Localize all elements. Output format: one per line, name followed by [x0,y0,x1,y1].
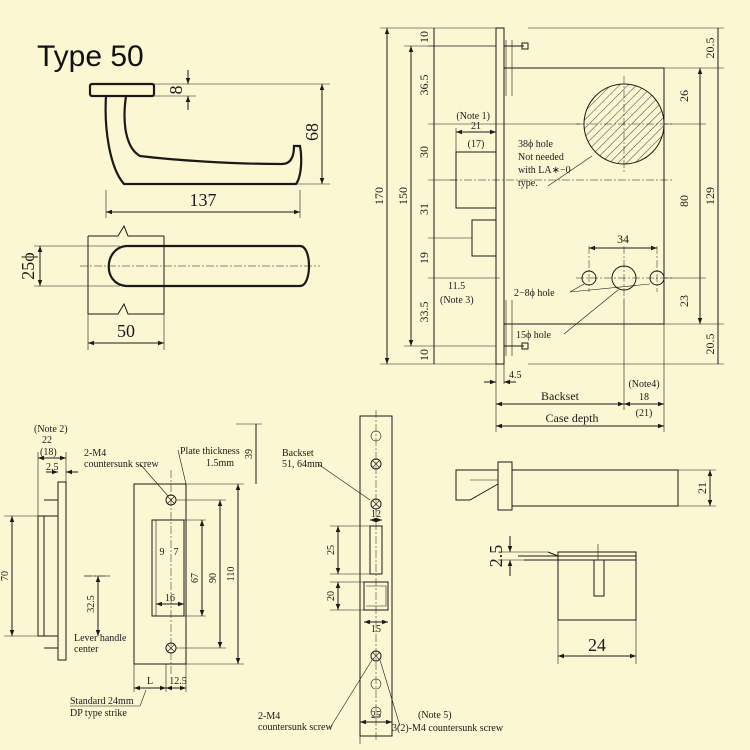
m4-screw-face-2: countersunk screw [258,722,333,733]
dim-right-26: 26 [677,90,691,102]
lever-center-line2: center [74,644,99,655]
m4-screw-face-1: 2-M4 [258,711,280,722]
dim-21-latch-side: 21 [695,482,709,494]
hole38-line4: type. [518,178,538,189]
dim-170: 170 [372,187,386,205]
dim-right-20-5-bottom: 20.5 [703,334,717,355]
dim-7: 7 [174,547,179,558]
dim-17-latch: (17) [468,139,485,150]
m4-screw-strike-1: 2-M4 [84,448,106,459]
dim-90: 90 [208,573,219,583]
dim-21-body: (21) [636,408,653,419]
faceplate-front-view: 12 25 20 15 25 Backset 51, 64mm 2-M4 cou… [258,410,504,744]
dim-right-20-5-top: 20.5 [703,38,717,59]
dim-32-5: 32.5 [86,595,97,613]
lever-top-view: 25ϕ 50 [18,224,320,350]
dim-22: 22 [42,435,52,446]
strike-front-view: 9 7 16 67 90 110 39 2-M4 countersunk scr… [70,423,262,719]
dim-25phi: 25ϕ [18,252,38,279]
standard-strike-2: DP type strike [70,708,127,719]
dim-left-19: 19 [417,252,431,264]
lock-body-view: 34 170 150 10 36.5 30 31 19 33.5 10 20.5 [372,27,724,432]
dim-left-10-top: 10 [417,31,431,43]
dim-50: 50 [117,321,135,341]
dim-left-31: 31 [417,203,431,215]
dim-34: 34 [617,232,629,246]
lever-center-line1: Lever handle [74,633,127,644]
hole38-line3: with LA∗−0 [518,165,571,176]
dim-left-30: 30 [417,146,431,158]
latch-side-view: 21 [455,461,716,511]
dim-right-23: 23 [677,295,691,307]
dim-15-face: 15 [371,624,381,635]
dim-110: 110 [226,567,237,582]
dim-right-80: 80 [677,195,691,207]
plate-thickness-2: 1.5mm [206,458,234,469]
note-1: (Note 1) [456,111,490,122]
dim-24-latch: 24 [588,635,606,655]
dim-39: 39 [244,449,255,459]
backset-label: Backset [541,389,580,403]
dim-11-5: 11.5 [448,281,465,292]
dim-left-10-bottom: 10 [417,349,431,361]
dim-68: 68 [302,123,322,141]
dim-16: 16 [165,593,175,604]
dim-25-face-bottom: 25 [371,710,381,721]
lever-side-view: 68 8 137 [88,70,330,218]
dim-150: 150 [396,187,410,205]
latch-end-view: 2.5 24 [486,536,637,664]
dim-8: 8 [166,86,186,95]
note-2: (Note 2) [34,424,68,435]
dim-2-5-latch: 2.5 [486,545,506,568]
dim-137: 137 [190,190,217,210]
dim-70: 70 [0,571,11,581]
hole38-line2: Not needed [518,152,564,163]
drawing-title: Type 50 [37,40,144,73]
hole-8-label: 2−8ϕ hole [514,288,555,299]
strike-side-view: 70 32.5 Lever handle center (Note 2) 22 … [0,424,127,661]
dim-left-36-5: 36.5 [417,75,431,96]
backset-face-2: 51, 64mm [282,459,323,470]
dim-L: L [147,676,153,687]
dim-9: 9 [160,547,165,558]
note-5: (Note 5) [418,710,452,721]
dim-18-strike: (18) [40,447,57,458]
plate-thickness-1: Plate thickness [180,446,240,457]
note-4: (Note4) [628,379,659,390]
hole-15-label: 15ϕ hole [516,330,552,341]
dim-129: 129 [703,187,717,205]
m4-32-screw: 3(2)-M4 countersunk screw [392,723,504,734]
dim-25-face: 25 [326,545,337,555]
dim-18-body: 18 [639,392,649,403]
m4-screw-strike-2: countersunk screw [84,459,159,470]
dim-12-face: 12 [371,509,381,520]
case-depth-label: Case depth [546,411,599,425]
dim-21-latch: 21 [471,121,481,132]
dim-2-5-strike: 2.5 [46,462,59,473]
dim-20-face: 20 [326,591,337,601]
dim-4-5: 4.5 [509,370,522,381]
hole38-line1: 38ϕ hole [518,139,554,150]
dim-12-5: 12.5 [169,676,187,687]
dim-67: 67 [190,573,201,583]
backset-face-1: Backset [282,448,314,459]
note-3: (Note 3) [440,295,474,306]
standard-strike-1: Standard 24mm [70,696,134,707]
dim-left-33-5: 33.5 [417,302,431,323]
